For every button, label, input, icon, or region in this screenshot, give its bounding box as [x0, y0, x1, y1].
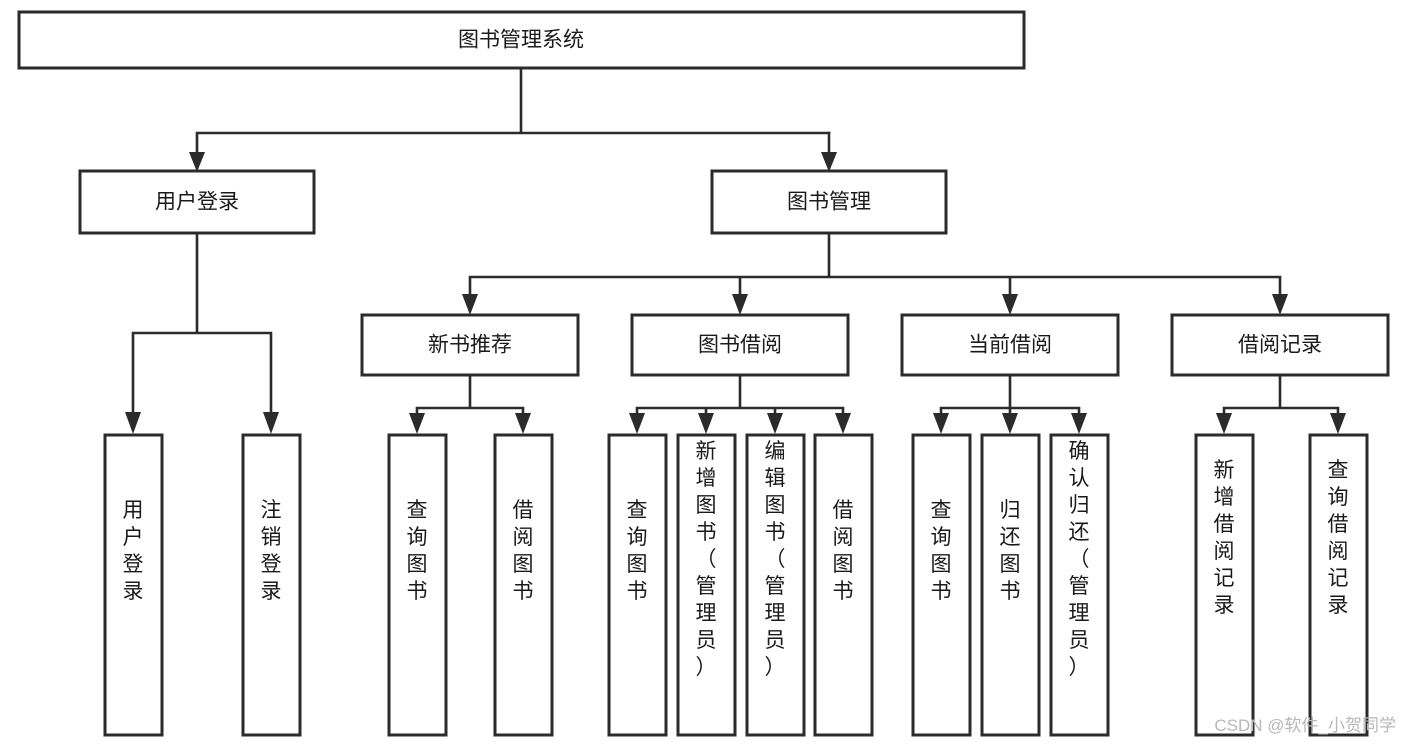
node-leaf-add-record-box[interactable] [1194, 433, 1255, 737]
arrow-to-leaf-return-book [1002, 413, 1018, 434]
node-book-manage[interactable]: 图书管理 [710, 169, 948, 235]
node-leaf-query-book-2-box[interactable] [607, 433, 668, 737]
node-leaf-query-book-3-label: 查询图书 [931, 499, 952, 603]
connector-user-login-bus [131, 231, 273, 417]
node-root-label: 图书管理系统 [458, 29, 584, 52]
node-user-login[interactable]: 用户登录 [78, 169, 316, 235]
node-current-borrow-label: 当前借阅 [968, 334, 1052, 357]
node-leaf-borrow-book-1-label: 借阅图书 [513, 499, 534, 603]
node-leaf-query-book-2-label: 查询图书 [627, 499, 648, 603]
arrow-to-book-borrow [732, 294, 748, 315]
node-leaf-query-book-3-box[interactable] [911, 433, 972, 737]
node-current-borrow-box[interactable] [900, 313, 1120, 377]
node-leaf-borrow-book-2-label: 借阅图书 [833, 499, 854, 603]
node-book-borrow-box[interactable] [630, 313, 850, 377]
node-leaf-borrow-book-2[interactable]: 借阅图书 [813, 433, 874, 737]
node-book-borrow[interactable]: 图书借阅 [630, 313, 850, 377]
arrow-to-user-login [189, 152, 205, 172]
node-new-book-rec-box[interactable] [360, 313, 580, 377]
node-leaf-logout[interactable]: 注销登录 [241, 433, 302, 737]
connector-borrow-record-bus [1222, 373, 1340, 418]
node-leaf-edit-book-label: 编辑图书（管理员） [765, 440, 786, 679]
arrow-to-leaf-query-book-2 [629, 413, 645, 434]
node-leaf-query-book-3[interactable]: 查询图书 [911, 433, 972, 737]
arrow-to-leaf-confirm-return [1071, 413, 1087, 434]
node-leaf-query-book-1[interactable]: 查询图书 [387, 433, 448, 737]
connectors [125, 66, 1346, 434]
node-root-box[interactable] [17, 10, 1026, 70]
node-leaf-user-login-box[interactable] [103, 433, 164, 737]
node-leaf-query-record-label: 查询借阅记录 [1328, 459, 1349, 617]
arrow-to-leaf-borrow-book-2 [835, 413, 851, 434]
node-book-manage-box[interactable] [710, 169, 948, 235]
node-current-borrow[interactable]: 当前借阅 [900, 313, 1120, 377]
node-leaf-confirm-return[interactable]: 确认归还（管理员） [1049, 433, 1110, 737]
node-leaf-query-record[interactable]: 查询借阅记录 [1308, 433, 1369, 737]
node-leaf-user-login[interactable]: 用户登录 [103, 433, 164, 737]
node-leaf-borrow-book-1-box[interactable] [493, 433, 554, 737]
node-new-book-rec-label: 新书推荐 [428, 334, 512, 357]
arrow-to-leaf-logout [263, 412, 279, 434]
arrow-to-leaf-edit-book [767, 413, 783, 434]
connector-current-borrow-bus [939, 373, 1081, 418]
node-leaf-add-book[interactable]: 新增图书（管理员） [676, 433, 737, 737]
node-leaf-edit-book[interactable]: 编辑图书（管理员） [745, 433, 806, 737]
connector-book-borrow-bus [635, 373, 845, 418]
arrow-to-leaf-query-record [1330, 413, 1346, 434]
node-leaf-query-book-2[interactable]: 查询图书 [607, 433, 668, 737]
arrow-to-new-book-rec [462, 294, 478, 315]
node-leaf-return-book[interactable]: 归还图书 [980, 433, 1041, 737]
connector-root-bus [195, 66, 831, 157]
watermark-text: CSDN @软件_小贺同学 [1214, 716, 1396, 735]
node-leaf-add-book-box[interactable] [676, 433, 737, 737]
node-borrow-record-box[interactable] [1170, 313, 1390, 377]
node-leaf-return-book-label: 归还图书 [1000, 499, 1021, 603]
arrow-to-leaf-add-record [1216, 413, 1232, 434]
node-user-login-box[interactable] [78, 169, 316, 235]
arrow-to-leaf-user-login [125, 412, 141, 434]
node-leaf-add-record-label: 新增借阅记录 [1214, 459, 1235, 617]
node-leaf-return-book-box[interactable] [980, 433, 1041, 737]
node-leaf-add-record[interactable]: 新增借阅记录 [1194, 433, 1255, 737]
node-leaf-edit-book-box[interactable] [745, 433, 806, 737]
arrow-to-leaf-query-book-3 [933, 413, 949, 434]
node-user-login-label: 用户登录 [155, 191, 239, 214]
arrow-to-leaf-borrow-book-1 [515, 413, 531, 434]
arrow-to-borrow-record [1272, 294, 1288, 315]
node-leaf-logout-box[interactable] [241, 433, 302, 737]
node-leaf-add-book-label: 新增图书（管理员） [696, 440, 717, 679]
node-leaf-borrow-book-1[interactable]: 借阅图书 [493, 433, 554, 737]
arrow-to-leaf-add-book [698, 413, 714, 434]
node-book-borrow-label: 图书借阅 [698, 334, 782, 357]
node-leaf-user-login-label: 用户登录 [123, 499, 144, 603]
node-root[interactable]: 图书管理系统 [17, 10, 1026, 70]
node-leaf-query-book-1-label: 查询图书 [407, 499, 428, 603]
arrow-to-book-manage [821, 152, 837, 172]
node-leaf-query-record-box[interactable] [1308, 433, 1369, 737]
node-leaf-query-book-1-box[interactable] [387, 433, 448, 737]
node-leaf-logout-label: 注销登录 [261, 499, 282, 603]
node-leaf-confirm-return-box[interactable] [1049, 433, 1110, 737]
node-new-book-rec[interactable]: 新书推荐 [360, 313, 580, 377]
connector-book-manage-bus [468, 231, 1282, 299]
node-borrow-record[interactable]: 借阅记录 [1170, 313, 1390, 377]
node-book-manage-label: 图书管理 [787, 191, 871, 214]
connector-new-book-rec-bus [415, 373, 525, 418]
node-borrow-record-label: 借阅记录 [1238, 334, 1322, 357]
node-leaf-borrow-book-2-box[interactable] [813, 433, 874, 737]
arrow-to-leaf-query-book-1 [409, 413, 425, 434]
arrow-to-current-borrow [1002, 294, 1018, 315]
node-leaf-confirm-return-label: 确认归还（管理员） [1069, 440, 1090, 679]
